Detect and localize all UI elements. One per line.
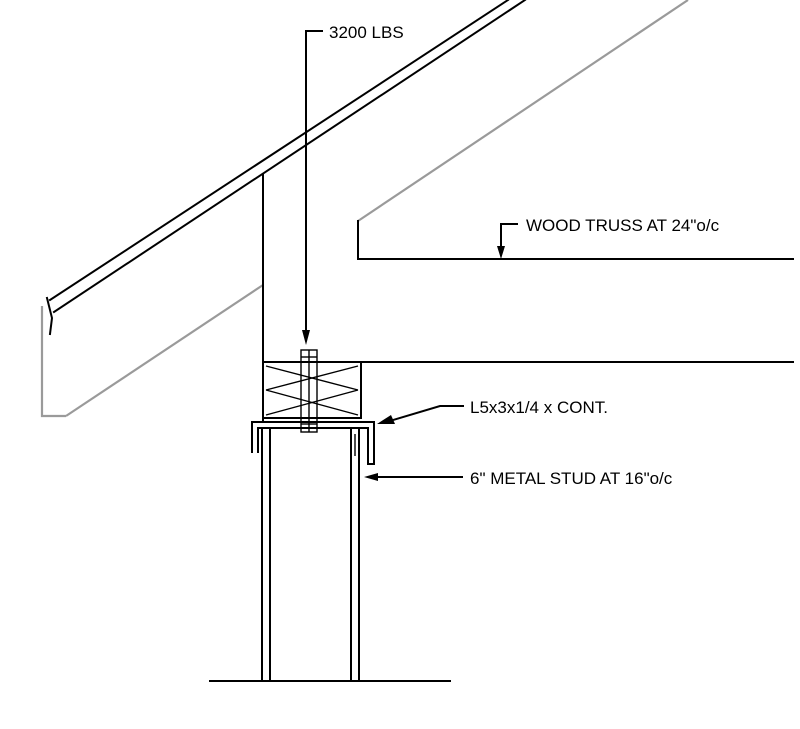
- fascia-board: [40, 306, 66, 418]
- wood-truss-bottom-chord: [357, 220, 794, 260]
- truss-leader: [497, 223, 518, 259]
- steel-angle: [251, 421, 375, 465]
- anchor-bolt: [300, 349, 318, 433]
- truss-top-chord-gray: [65, 0, 689, 417]
- angle-label: L5x3x1/4 x CONT.: [470, 398, 608, 417]
- roof-rafter: [45, 0, 527, 336]
- stud-label: 6" METAL STUD AT 16"o/c: [470, 469, 673, 488]
- metal-stud: [261, 427, 360, 682]
- load-leader: [302, 30, 323, 345]
- angle-leader: [377, 405, 464, 424]
- wood-blocking: [262, 361, 362, 419]
- load-label: 3200 LBS: [329, 23, 404, 42]
- truss-label: WOOD TRUSS AT 24"o/c: [526, 216, 720, 235]
- stud-leader: [364, 473, 463, 481]
